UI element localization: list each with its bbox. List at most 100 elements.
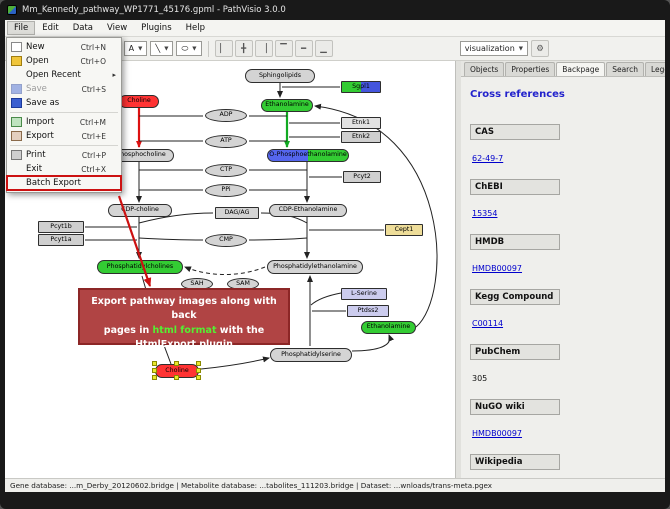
saveas-icon bbox=[11, 98, 22, 108]
file-menu-item-batch-export[interactable]: Batch Export bbox=[6, 175, 122, 191]
pathway-node-pcyt1b[interactable]: Pcyt1b bbox=[38, 221, 84, 233]
pathway-node-l-serine[interactable]: L-Serine bbox=[341, 288, 387, 300]
xref-link[interactable]: HMDB00097 bbox=[472, 264, 523, 273]
pathway-edge bbox=[138, 237, 204, 241]
pathway-node-phosphatidylcholines[interactable]: Phosphatidylcholines bbox=[97, 260, 183, 274]
selection-handle[interactable] bbox=[174, 375, 179, 380]
toolbar-separator bbox=[207, 40, 209, 57]
selection-handle[interactable] bbox=[196, 361, 201, 366]
pathway-node-o-phosphoethanolamine[interactable]: O-Phosphoethanolamine bbox=[267, 149, 349, 162]
pathway-node-ctp[interactable]: CTP bbox=[205, 164, 247, 177]
xref-header: HMDB bbox=[470, 234, 560, 250]
print-icon bbox=[11, 150, 22, 160]
pathway-node-adp[interactable]: ADP bbox=[205, 109, 247, 122]
pathway-node-cmp[interactable]: CMP bbox=[205, 234, 247, 247]
xref-section-cas: CAS 62-49-7 bbox=[470, 124, 656, 165]
xref-link[interactable]: 62-49-7 bbox=[472, 154, 504, 163]
pathway-node-phosphatidylserine[interactable]: Phosphatidylserine bbox=[270, 348, 352, 362]
titlebar[interactable]: Mm_Kennedy_pathway_WP1771_45176.gpml - P… bbox=[0, 0, 670, 20]
xref-header: Wikipedia bbox=[470, 454, 560, 470]
chevron-down-icon: ▼ bbox=[518, 45, 523, 52]
pathway-node-etnk1[interactable]: Etnk1 bbox=[341, 117, 381, 129]
statusbar-text: Gene database: ...m_Derby_20120602.bridg… bbox=[10, 481, 493, 490]
shape-template-combo[interactable]: ⬭▼ bbox=[176, 41, 202, 56]
menu-file[interactable]: File bbox=[7, 21, 36, 35]
pathway-node-pcyt1a[interactable]: Pcyt1a bbox=[38, 234, 84, 246]
pathway-edge bbox=[184, 266, 266, 275]
tab-backpage[interactable]: Backpage bbox=[556, 62, 606, 76]
pathway-node-ethanolamine-2[interactable]: Ethanolamine bbox=[361, 321, 416, 334]
pathvisio-logo-icon bbox=[7, 5, 17, 15]
side-panel-tabs: ObjectsPropertiesBackpageSearchLegend bbox=[461, 61, 665, 77]
menu-item-label: Import bbox=[26, 117, 55, 127]
tab-legend[interactable]: Legend bbox=[644, 62, 665, 76]
pathway-node-cdp-choline[interactable]: CDP-choline bbox=[108, 204, 172, 217]
side-panel: ObjectsPropertiesBackpageSearchLegend Cr… bbox=[461, 61, 665, 478]
pathway-node-sgpl1[interactable]: Sgpl1 bbox=[341, 81, 381, 93]
align-center-horizontal-button[interactable]: ╋ bbox=[234, 40, 253, 57]
selection-handle[interactable] bbox=[196, 375, 201, 380]
visualization-value: visualization bbox=[464, 44, 515, 53]
xref-link[interactable]: HMDB00097 bbox=[472, 429, 523, 438]
selection-handle[interactable] bbox=[196, 368, 201, 373]
selection-handle[interactable] bbox=[152, 368, 157, 373]
pathway-node-ppi[interactable]: PPi bbox=[205, 184, 247, 197]
pathway-node-ptdss2[interactable]: Ptdss2 bbox=[347, 305, 389, 317]
pathway-node-cdp-ethanolamine[interactable]: CDP-Ethanolamine bbox=[269, 204, 347, 217]
menu-plugins[interactable]: Plugins bbox=[141, 23, 172, 33]
pathway-node-cept1[interactable]: Cept1 bbox=[385, 224, 423, 236]
pathway-node-choline[interactable]: Choline bbox=[119, 95, 159, 108]
pathway-node-pcyt2[interactable]: Pcyt2 bbox=[343, 171, 381, 183]
visualization-settings-button[interactable]: ⚙ bbox=[531, 40, 549, 57]
align-bottom-button[interactable]: ▁ bbox=[314, 40, 333, 57]
xref-header: CAS bbox=[470, 124, 560, 140]
label-template-icon: A bbox=[128, 44, 135, 53]
align-center-vertical-button[interactable]: ━ bbox=[294, 40, 313, 57]
panel-splitter[interactable] bbox=[456, 61, 461, 478]
align-left-button[interactable]: ▏ bbox=[214, 40, 233, 57]
menu-data[interactable]: Data bbox=[72, 23, 93, 33]
menu-separator bbox=[10, 145, 118, 146]
pathway-node-sphingolipids[interactable]: Sphingolipids bbox=[245, 69, 315, 83]
file-menu-item-save-as[interactable]: Save as bbox=[7, 96, 121, 110]
align-right-button[interactable]: ▕ bbox=[254, 40, 273, 57]
tab-search[interactable]: Search bbox=[606, 62, 644, 76]
menu-item-label: Print bbox=[26, 150, 46, 160]
xref-link[interactable]: C00114 bbox=[472, 319, 504, 328]
pathway-node-ethanolamine[interactable]: Ethanolamine bbox=[261, 99, 313, 112]
menu-edit[interactable]: Edit bbox=[42, 23, 59, 33]
pathway-node-atp[interactable]: ATP bbox=[205, 135, 247, 148]
pathway-node-phosphatidylethanolamine[interactable]: Phosphatidylethanolamine bbox=[267, 260, 363, 274]
menu-help[interactable]: Help bbox=[185, 23, 206, 33]
line-template-combo[interactable]: ╲▼ bbox=[150, 41, 174, 56]
label-template-combo[interactable]: A▼ bbox=[123, 41, 148, 56]
tab-properties[interactable]: Properties bbox=[505, 62, 556, 76]
save-icon bbox=[11, 84, 22, 94]
submenu-arrow-icon: ▸ bbox=[112, 71, 116, 79]
tab-objects[interactable]: Objects bbox=[464, 62, 505, 76]
file-menu-item-open-recent[interactable]: Open Recent▸ bbox=[7, 68, 121, 82]
chevron-down-icon: ▼ bbox=[164, 45, 169, 52]
pathway-node-etnk2[interactable]: Etnk2 bbox=[341, 131, 381, 143]
visualization-select[interactable]: visualization ▼ bbox=[459, 41, 528, 56]
pathway-node-dag-ag[interactable]: DAG/AG bbox=[215, 207, 259, 219]
annotation-callout: Export pathway images along with back pa… bbox=[78, 288, 290, 350]
selection-handle[interactable] bbox=[152, 361, 157, 366]
selection-handle[interactable] bbox=[152, 375, 157, 380]
selection-handle[interactable] bbox=[174, 361, 179, 366]
xref-link[interactable]: 15354 bbox=[472, 209, 498, 218]
annotation-text-line3: HtmlExport plugin bbox=[135, 338, 233, 350]
menu-view[interactable]: View bbox=[107, 23, 128, 33]
align-top-button[interactable]: ▔ bbox=[274, 40, 293, 57]
